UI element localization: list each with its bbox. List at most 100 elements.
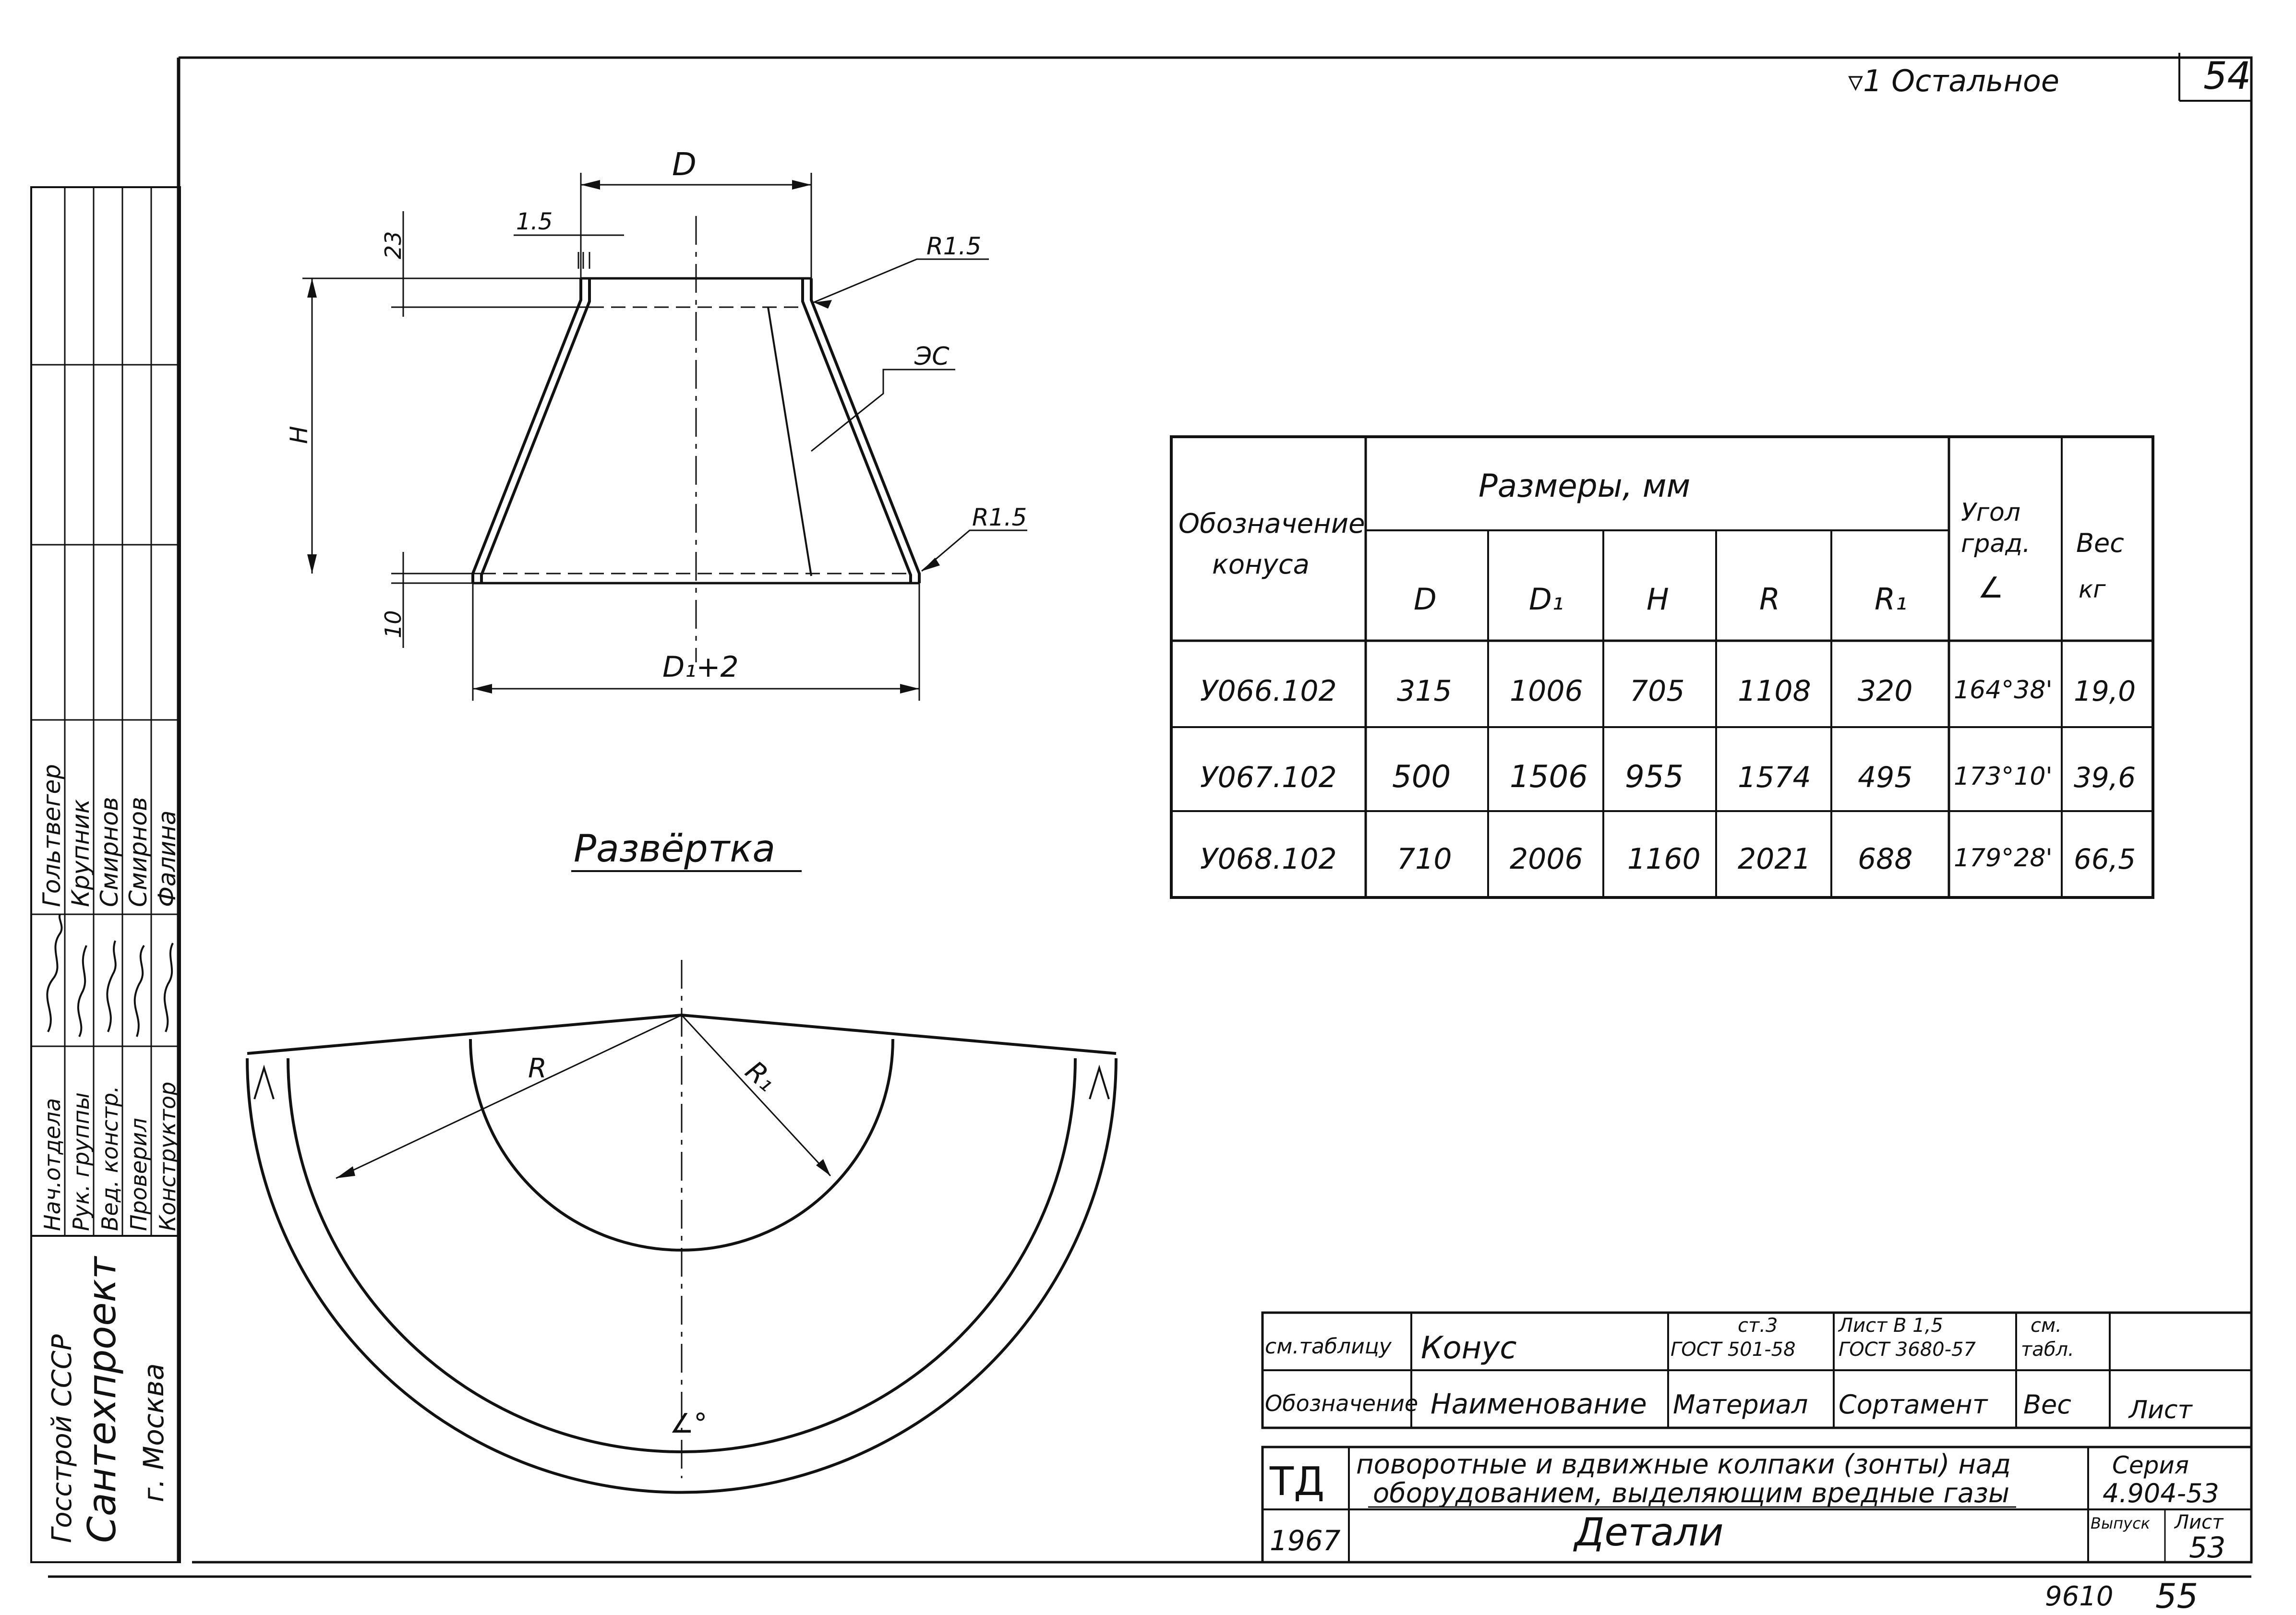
title-block: ТД поворотные и вдвижные колпаки (зонты)… bbox=[1261, 1446, 2253, 1565]
cell-H: 705 bbox=[1630, 674, 1685, 708]
stamp-role-4: Проверил bbox=[126, 1118, 152, 1231]
development-title: Развёртка bbox=[574, 827, 775, 871]
cell-angle: 173°10' bbox=[1954, 762, 2053, 791]
tb-year: 1967 bbox=[1270, 1524, 1341, 1557]
th-col-D1: D₁ bbox=[1529, 582, 1564, 617]
th-angle-1: Угол bbox=[1961, 498, 2020, 527]
table-row: У067.102 500 1506 955 1574 495 173°10' 3… bbox=[1200, 759, 2136, 795]
stamp-role-5: Конструктор bbox=[155, 1082, 180, 1231]
cell-designation: У067.102 bbox=[1200, 761, 1337, 794]
dim-thickness: 1.5 bbox=[516, 208, 553, 235]
spec-h-name: Наименование bbox=[1430, 1388, 1647, 1420]
development-pattern: R R₁ ∠° bbox=[246, 960, 1118, 1494]
table-row: У066.102 315 1006 705 1108 320 164°38' 1… bbox=[1200, 674, 2136, 708]
th-col-D: D bbox=[1414, 582, 1437, 617]
spec-h-material: Материал bbox=[1673, 1389, 1808, 1420]
spec-sortament-1: Лист В 1,5 bbox=[1838, 1315, 1943, 1337]
th-sizes: Размеры, мм bbox=[1479, 467, 1690, 504]
tb-title-2: оборудованием, выделяющим вредные газы bbox=[1373, 1478, 2009, 1509]
roughness-note: ▿1 Остальное bbox=[1848, 63, 2059, 98]
spec-material-2: ГОСТ 501-58 bbox=[1671, 1339, 1796, 1361]
tb-subtitle: Детали bbox=[1573, 1510, 1723, 1555]
th-designation-1: Обозначение bbox=[1178, 508, 1365, 539]
th-weight-2: кг bbox=[2079, 575, 2106, 603]
cell-D1: 2006 bbox=[1510, 842, 1583, 876]
th-angle-sym: ∠ bbox=[1978, 571, 2004, 605]
tb-sheet-label: Лист bbox=[2174, 1511, 2224, 1533]
cell-D1: 1006 bbox=[1510, 674, 1583, 708]
dim-D1-plus: D₁+2 bbox=[662, 650, 739, 684]
cell-H: 955 bbox=[1625, 759, 1683, 795]
footer-code: 9610 bbox=[2045, 1581, 2114, 1612]
dims-table: Обозначение конуса Размеры, мм Угол град… bbox=[1170, 435, 2154, 899]
tb-series-label: Серия bbox=[2112, 1451, 2189, 1479]
stamp-name-1: Гольтвегер bbox=[38, 764, 66, 907]
th-col-R: R bbox=[1759, 582, 1780, 617]
cell-R: 2021 bbox=[1738, 842, 1811, 876]
spec-sortament-2: ГОСТ 3680-57 bbox=[1839, 1339, 1976, 1361]
tb-issue-label: Выпуск bbox=[2091, 1514, 2151, 1532]
stamp-city: г. Москва bbox=[137, 1363, 170, 1502]
cell-R1: 320 bbox=[1858, 674, 1913, 708]
cell-weight: 66,5 bbox=[2074, 843, 2136, 875]
stamp-role-2: Рук. группы bbox=[68, 1092, 94, 1231]
side-stamp: Нач.отдела Рук. группы Вед. констр. Пров… bbox=[30, 186, 181, 1563]
weld-mark: ЭС bbox=[914, 342, 950, 371]
corner-number: 54 bbox=[2203, 55, 2251, 98]
leader-R-bottom: R1.5 bbox=[972, 503, 1027, 531]
stamp-name-3: Смирнов bbox=[96, 797, 123, 907]
dev-R1: R₁ bbox=[739, 1055, 782, 1098]
corner-number-box: 54 bbox=[2178, 53, 2251, 102]
cell-D: 315 bbox=[1397, 674, 1452, 708]
tb-series: 4.904-53 bbox=[2103, 1478, 2219, 1508]
dev-R: R bbox=[528, 1053, 547, 1084]
stamp-name-4: Смирнов bbox=[124, 797, 152, 907]
stamp-name-2: Крупник bbox=[67, 799, 95, 907]
tb-td: ТД bbox=[1269, 1459, 1324, 1505]
spec-name: Конус bbox=[1421, 1330, 1517, 1366]
th-angle-2: град. bbox=[1961, 529, 2031, 558]
cone-section: D 1.5 23 H 10 D₁+2 R1.5 R1.5 Э bbox=[285, 146, 1027, 701]
cell-angle: 164°38' bbox=[1954, 676, 2053, 705]
cell-D1: 1506 bbox=[1510, 759, 1588, 795]
tb-title-1: поворотные и вдвижные колпаки (зонты) на… bbox=[1356, 1449, 2011, 1480]
cell-R: 1108 bbox=[1738, 674, 1811, 708]
stamp-signatures bbox=[46, 914, 174, 1037]
table-row: У068.102 710 2006 1160 2021 688 179°28' … bbox=[1200, 842, 2136, 876]
spec-h-sortament: Сортамент bbox=[1839, 1389, 1988, 1420]
stamp-org-1: Госстрой СССР bbox=[47, 1334, 78, 1543]
spec-ref: см.таблицу bbox=[1265, 1334, 1392, 1359]
cell-designation: У066.102 bbox=[1200, 674, 1337, 708]
cell-D: 500 bbox=[1392, 759, 1451, 795]
spec-h-sheet: Лист bbox=[2128, 1396, 2193, 1424]
stamp-name-5: Фалина bbox=[153, 811, 181, 907]
cell-R1: 495 bbox=[1858, 761, 1913, 794]
dim-D: D bbox=[672, 146, 697, 183]
cell-R1: 688 bbox=[1858, 842, 1913, 876]
cell-weight: 39,6 bbox=[2074, 761, 2136, 794]
tb-sheet-no: 53 bbox=[2189, 1531, 2225, 1565]
cell-designation: У068.102 bbox=[1200, 842, 1337, 876]
cell-weight: 19,0 bbox=[2074, 675, 2136, 707]
th-col-H: H bbox=[1647, 582, 1669, 617]
sheet-frame bbox=[48, 56, 2253, 1578]
spec-weight-2: табл. bbox=[2021, 1339, 2074, 1361]
dev-angle: ∠° bbox=[670, 1408, 707, 1439]
stamp-role-3: Вед. констр. bbox=[97, 1086, 123, 1231]
cell-R: 1574 bbox=[1738, 761, 1811, 794]
spec-h-designation: Обозначение bbox=[1265, 1390, 1418, 1416]
spec-material-1: ст.3 bbox=[1738, 1315, 1778, 1337]
cell-angle: 179°28' bbox=[1954, 844, 2053, 873]
dim-H: H bbox=[285, 426, 313, 444]
th-weight-1: Вес bbox=[2076, 528, 2124, 558]
dim-10: 10 bbox=[380, 610, 406, 638]
leader-R-top: R1.5 bbox=[926, 232, 981, 260]
spec-table: см.таблицу Конус ст.3 ГОСТ 501-58 Лист В… bbox=[1261, 1311, 2253, 1429]
stamp-org-2: Сантехпроект bbox=[80, 1256, 124, 1543]
th-designation-2: конуса bbox=[1212, 549, 1310, 580]
spec-h-weight: Вес bbox=[2023, 1389, 2071, 1420]
cell-D: 710 bbox=[1397, 842, 1452, 876]
th-col-R1: R₁ bbox=[1875, 582, 1907, 617]
stamp-role-1: Нач.отдела bbox=[39, 1098, 65, 1231]
